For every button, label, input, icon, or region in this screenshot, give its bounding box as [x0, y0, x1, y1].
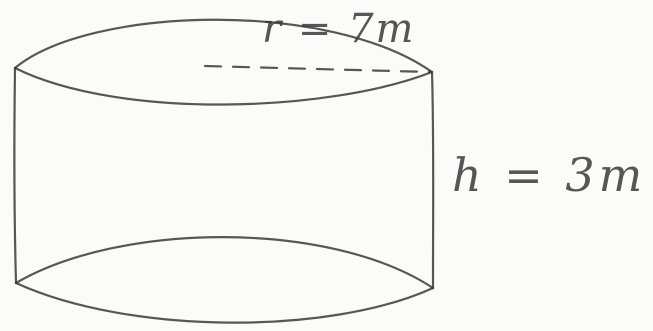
bottom-ellipse-back-arc: [14, 236, 435, 290]
radius-dashed-line: [203, 64, 432, 74]
height-label: h = 3m: [452, 148, 647, 202]
top-ellipse-back-arc: [13, 18, 434, 74]
radius-label: r = 7m: [262, 6, 416, 52]
bottom-ellipse-front-arc: [14, 281, 435, 324]
left-side-line: [13, 66, 18, 285]
top-ellipse-front-arc: [13, 66, 434, 106]
right-side-line: [430, 70, 435, 290]
